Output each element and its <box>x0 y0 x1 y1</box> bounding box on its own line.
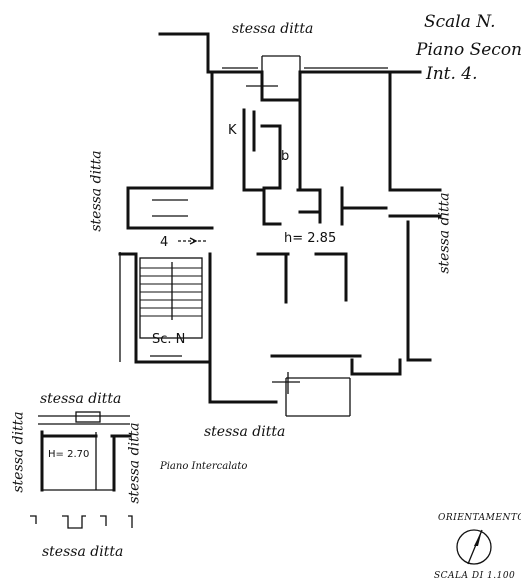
mezzanine-height-label: H= 2.70 <box>48 449 90 460</box>
kitchen-label: K <box>228 123 237 138</box>
neighbor-label-bottom: stessa ditta <box>204 424 286 440</box>
neighbor-label-right: stessa ditta <box>436 192 453 274</box>
interior-walls <box>242 70 322 226</box>
neighbor-label-left: stessa ditta <box>88 150 105 232</box>
mezzanine-neighbor-bottom: stessa ditta <box>42 544 124 560</box>
title-line-1: Scala N. <box>424 12 496 32</box>
mezzanine-neighbor-top: stessa ditta <box>40 391 122 407</box>
orientation-label: ORIENTAMENTO <box>438 513 521 523</box>
intermediate-floor-plan <box>30 411 133 529</box>
scale-label: SCALA DI 1.100 <box>434 571 516 581</box>
north-arrow <box>456 529 492 565</box>
mezzanine-neighbor-left: stessa ditta <box>10 411 27 493</box>
exterior-walls <box>118 32 442 404</box>
mezzanine-caption: Piano Intercalato <box>160 461 248 472</box>
staircase-label: Sc. N <box>152 332 186 347</box>
title-line-2: Piano Secondo <box>416 40 521 60</box>
entry-arrow <box>178 237 208 245</box>
unit-number-label: 4 <box>160 235 169 250</box>
bath-label: b <box>281 149 290 164</box>
ceiling-height-label: h= 2.85 <box>284 231 337 246</box>
windows <box>152 55 388 417</box>
staircase <box>119 252 203 362</box>
mezzanine-neighbor-right: stessa ditta <box>126 422 143 504</box>
neighbor-label-top: stessa ditta <box>232 21 314 37</box>
title-line-3: Int. 4. <box>426 64 478 84</box>
